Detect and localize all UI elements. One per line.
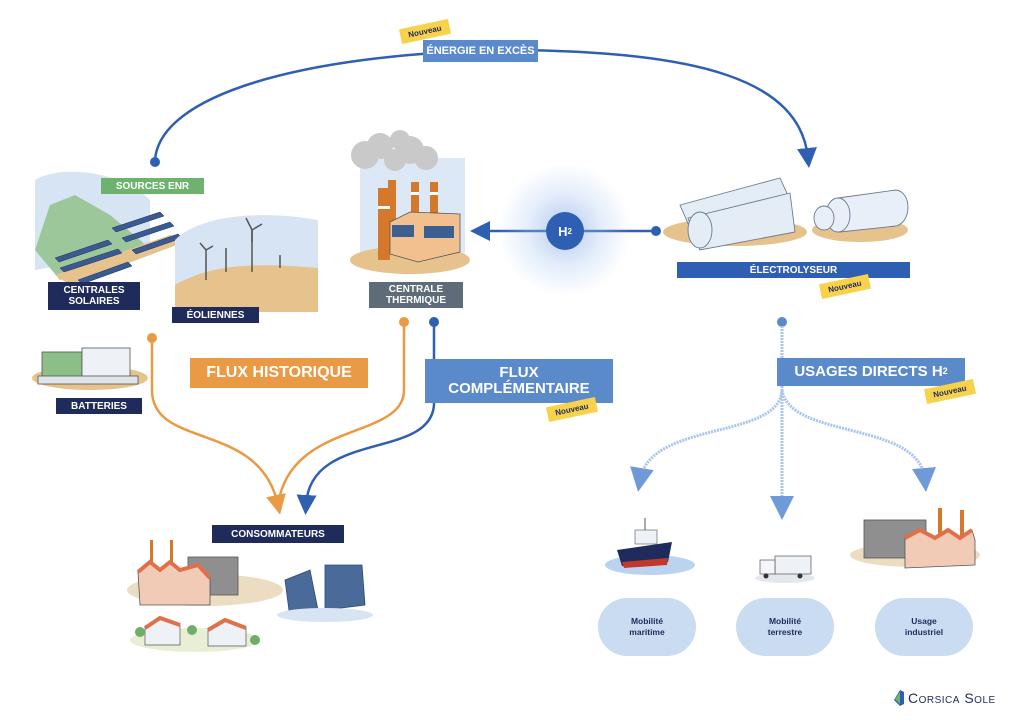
historic-flow-right: [276, 322, 406, 506]
historic-flow-left: [150, 338, 286, 515]
excess-energy-arc: [153, 48, 817, 168]
consumers-label: Consommateurs: [212, 525, 344, 543]
historic-flow-left-dot: [147, 333, 157, 343]
wind-turbines-label: Éoliennes: [172, 307, 259, 323]
direct-use-flow-maritime: [630, 326, 784, 492]
electrolyser-illustration: [663, 177, 909, 251]
direct-use-flow-industrial: [780, 389, 936, 492]
thermal-plant-illustration: [350, 130, 470, 274]
thermal-plant-label: Centrale thermique: [369, 282, 463, 308]
h2-line-start-dot: [651, 226, 661, 236]
renewable-sources-label: Sources ENR: [101, 178, 204, 194]
batteries-label: Batteries: [56, 398, 142, 414]
historic-flow-label: Flux historique: [190, 358, 368, 388]
truck-illustration: [755, 555, 815, 583]
complementary-flow: [296, 322, 436, 515]
complementary-flow-label: Flux complémentaire: [425, 359, 613, 403]
electrolyser-label: Électrolyseur: [677, 262, 910, 278]
solar-plants-label: Centrales solaires: [48, 282, 140, 310]
historic-flow-right-dot: [399, 317, 409, 327]
direct-uses-dot: [777, 317, 787, 327]
industrial-illustration: [850, 508, 980, 569]
complementary-flow-dot: [429, 317, 439, 327]
corsica-sole-logo-icon: [894, 690, 904, 706]
battery-storage-illustration: [32, 347, 148, 390]
ship-illustration: [605, 518, 695, 575]
excess-energy-label: Énergie en excès: [423, 40, 538, 62]
wind-farm-illustration: [175, 215, 318, 312]
consumers-illustration: [127, 540, 373, 652]
solar-plant-illustration: [35, 171, 190, 285]
direct-uses-label: Usages directs H2: [777, 358, 965, 386]
arc-start-dot: [150, 157, 160, 167]
brand-logo: Corsica Sole: [892, 690, 996, 706]
